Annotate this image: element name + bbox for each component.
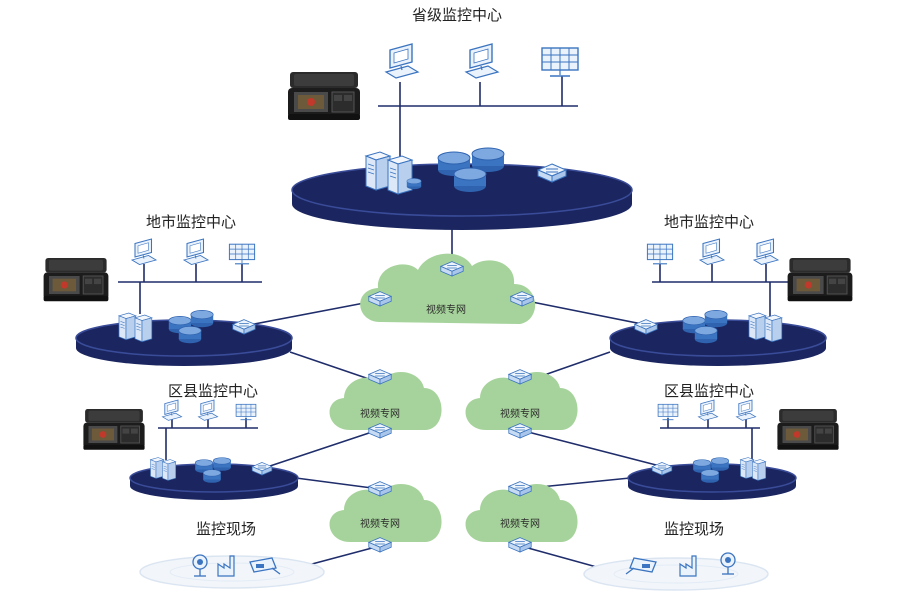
city-left-center-label: 地市监控中心 bbox=[146, 213, 237, 231]
county-right-center-label: 区县监控中心 bbox=[664, 382, 755, 400]
dome-camera-icon bbox=[720, 552, 736, 575]
storage-icon bbox=[700, 469, 720, 484]
mid-right-video-network-cloud bbox=[465, 369, 578, 439]
server-icon bbox=[748, 312, 767, 340]
rugged-case-icon bbox=[43, 257, 109, 302]
server-icon bbox=[134, 314, 153, 342]
pc-icon bbox=[161, 399, 183, 421]
dome-camera-icon bbox=[192, 554, 208, 577]
factory-icon bbox=[217, 555, 235, 577]
video-wall-icon bbox=[657, 403, 679, 421]
rugged-case-icon bbox=[776, 408, 840, 451]
factory-icon bbox=[679, 555, 697, 577]
main-video-network-cloud bbox=[360, 253, 536, 324]
site-right-label: 监控现场 bbox=[664, 520, 725, 538]
server-icon bbox=[752, 459, 766, 481]
storage-icon bbox=[704, 310, 728, 328]
pc-icon bbox=[697, 399, 719, 421]
site-left bbox=[139, 554, 325, 589]
pc-icon bbox=[465, 43, 499, 79]
pc-icon bbox=[753, 238, 779, 266]
storage-icon bbox=[694, 326, 718, 344]
storage-icon bbox=[202, 469, 222, 484]
rugged-case-icon bbox=[287, 71, 361, 121]
server-icon bbox=[387, 155, 413, 195]
city-right-center-label: 地市监控中心 bbox=[664, 213, 755, 231]
server-icon bbox=[150, 457, 164, 479]
server-icon bbox=[365, 151, 391, 191]
low-left-video-network-cloud bbox=[329, 481, 442, 553]
mid-left-cloud-label: 视频专网 bbox=[360, 409, 400, 420]
storage-icon bbox=[406, 178, 422, 190]
rugged-case-icon bbox=[82, 408, 146, 451]
storage-icon bbox=[190, 310, 214, 328]
main-cloud-label: 视频专网 bbox=[426, 305, 466, 316]
low-right-video-network-cloud bbox=[465, 481, 578, 553]
video-wall-icon bbox=[541, 47, 579, 77]
low-left-cloud-label: 视频专网 bbox=[360, 519, 400, 530]
county-left-center-label: 区县监控中心 bbox=[168, 382, 259, 400]
storage-icon bbox=[453, 167, 487, 193]
pc-icon bbox=[699, 238, 725, 266]
video-wall-icon bbox=[646, 243, 674, 265]
storage-icon bbox=[178, 326, 202, 344]
video-wall-icon bbox=[228, 243, 256, 265]
pc-icon bbox=[385, 43, 419, 79]
server-icon bbox=[740, 457, 754, 479]
pc-icon bbox=[735, 399, 757, 421]
storage-icon bbox=[710, 457, 730, 472]
server-icon bbox=[118, 312, 137, 340]
pc-icon bbox=[183, 238, 209, 266]
site-left-label: 监控现场 bbox=[196, 520, 257, 538]
storage-icon bbox=[212, 457, 232, 472]
video-wall-icon bbox=[235, 403, 257, 421]
rugged-case-icon bbox=[787, 257, 853, 302]
mid-right-cloud-label: 视频专网 bbox=[500, 409, 540, 420]
province-center-label: 省级监控中心 bbox=[412, 6, 503, 24]
site-right bbox=[583, 552, 769, 591]
pc-icon bbox=[197, 399, 219, 421]
pc-icon bbox=[131, 238, 157, 266]
server-icon bbox=[764, 314, 783, 342]
server-icon bbox=[162, 459, 176, 481]
low-right-cloud-label: 视频专网 bbox=[500, 519, 540, 530]
mid-left-video-network-cloud bbox=[329, 369, 442, 439]
